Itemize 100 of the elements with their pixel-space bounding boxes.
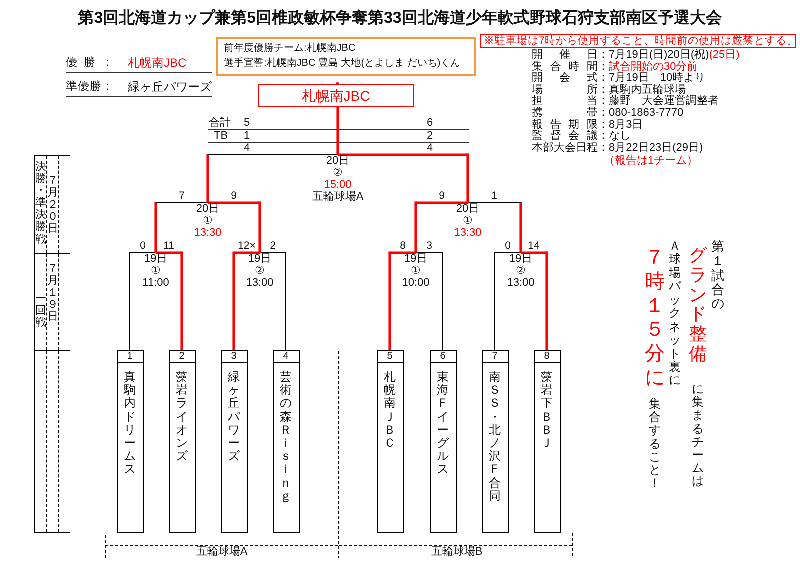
- start-time: 13:30: [454, 227, 482, 239]
- team-entry-box: [482, 350, 508, 533]
- field-separator: ：: [598, 131, 609, 143]
- score-label: 11: [164, 241, 174, 251]
- score-label: 0: [140, 241, 146, 251]
- field-separator: ：: [598, 120, 609, 132]
- schedule-frame-cell: [34, 253, 70, 350]
- field-label: 開会式: [532, 73, 598, 84]
- bracket-line: [232, 252, 260, 350]
- field-label: 開催日: [532, 50, 598, 61]
- champion-box: [258, 84, 414, 107]
- bracket-line: [130, 252, 156, 350]
- bracket-line: [388, 252, 416, 350]
- note-text: 選手宣誓:札幌南JBC 豊島 大地(とよしま だいち)くん: [224, 56, 462, 71]
- round-name: 決勝・準決勝戦: [36, 161, 46, 246]
- team-name: 緑ヶ丘パワーズ: [228, 371, 240, 464]
- team-name: 緑ヶ丘パワーズ: [128, 80, 212, 94]
- entry-number: 4: [274, 351, 298, 363]
- bracket-line: [338, 154, 470, 203]
- award-label: 準優勝：: [66, 80, 114, 94]
- field-separator: ：: [598, 108, 609, 120]
- score-label: 3: [426, 241, 432, 251]
- field-label: 場所: [532, 84, 598, 96]
- field-separator: ：: [598, 50, 609, 62]
- note-text: 前年度優勝チーム:札幌南JBC: [224, 42, 357, 56]
- entry-number: 6: [430, 351, 456, 363]
- field-label: 本部大会日程: [532, 142, 598, 154]
- notice-text: Ａ球場バックネット裏に: [669, 240, 681, 388]
- award-label: 優勝：: [66, 56, 114, 70]
- round-date: ７月１９日: [48, 263, 58, 324]
- game-number: ①: [203, 215, 213, 227]
- score-value: 6: [426, 118, 434, 129]
- game-number: ①: [463, 215, 473, 227]
- start-time: 10:00: [402, 277, 430, 289]
- score-value: 5: [244, 118, 250, 129]
- score-value: 2: [426, 131, 434, 142]
- game-number: ②: [255, 265, 265, 277]
- team-entry-box: [430, 350, 456, 533]
- entry-number: 7: [482, 351, 508, 363]
- schedule-frame-cell: [34, 350, 70, 533]
- field-separator: ：: [598, 142, 609, 154]
- team-name: 芸術の森Ｒｉｓｉｎｇ: [280, 371, 292, 503]
- score-label: 0: [505, 241, 511, 251]
- team-name: 南ＳＳ・北ノ沢Ｆ合同: [489, 371, 501, 503]
- match-date: 19日: [509, 253, 533, 265]
- emphasis-text: グランド整備: [689, 246, 707, 365]
- score-value: 1: [244, 131, 250, 142]
- entry-number: 1: [118, 351, 142, 363]
- game-number: ②: [516, 265, 526, 277]
- start-time: 13:00: [246, 277, 274, 289]
- start-time: 15:00: [324, 179, 352, 191]
- team-name: 藻岩ライオンズ: [176, 371, 188, 464]
- match-date: 20日: [326, 155, 350, 167]
- team-name: 東海Ｆイーグルス: [437, 371, 449, 476]
- field-value: 7月19日 10時より: [609, 73, 706, 84]
- match-date: 19日: [404, 253, 428, 265]
- venue-name: 五輪球場A: [312, 191, 364, 203]
- team-name: 札幌南JBC: [128, 56, 187, 70]
- score-label: 9: [439, 191, 445, 201]
- info-box: [216, 37, 476, 76]
- field-value: (25日): [709, 50, 740, 62]
- notice-text: ※駐車場は7時から使用すること、時間前の使用は厳禁とする。: [484, 35, 798, 47]
- team-entry-box: [116, 350, 144, 533]
- score-label: 12×: [238, 241, 256, 251]
- entry-number: 5: [378, 351, 402, 363]
- bracket-line: [468, 202, 522, 253]
- team-entry-box: [376, 350, 404, 533]
- field-label: 担当: [532, 96, 598, 108]
- start-time: 13:30: [194, 227, 222, 239]
- field-value: 8月3日: [609, 120, 644, 131]
- field-label: 監督会議: [532, 131, 598, 142]
- field-value: 試合開始の30分前: [609, 62, 698, 73]
- team-name: 札幌南ＪＢＣ: [384, 371, 396, 450]
- field-value: 080-1863-7770: [609, 108, 684, 120]
- entry-number: 2: [170, 351, 194, 363]
- game-number: ①: [411, 265, 421, 277]
- notice-text: 集合すること！: [649, 398, 661, 490]
- notice-box: [480, 34, 796, 48]
- bracket-line: [156, 252, 184, 350]
- bracket-line: [521, 252, 548, 350]
- score-label: 1: [492, 191, 498, 201]
- round-date: ７月２０日: [48, 175, 58, 236]
- field-value: 7月19日(日)20日(祝): [609, 50, 710, 61]
- field-label: 携帯: [532, 108, 598, 119]
- team-entry-box: [534, 350, 560, 533]
- field-label: 集合時間: [532, 62, 598, 73]
- entry-number: 3: [222, 351, 246, 363]
- team-name: 藻岩下ＢＢＪ: [541, 371, 553, 450]
- score-label: 4: [427, 143, 433, 153]
- field-separator: ：: [598, 62, 609, 74]
- page-title: 第3回北海道カップ兼第5回椎政敏杯争奪第33回北海道少年軟式野球石狩支部南区予選大会: [78, 9, 722, 29]
- field-separator: ：: [598, 84, 609, 96]
- bracket-line: [416, 252, 444, 350]
- field-separator: ：: [598, 73, 609, 85]
- field-value: 8月22日23日(29日): [609, 142, 704, 154]
- bracket-line: [260, 252, 286, 350]
- row-header: 合計: [209, 118, 231, 129]
- team-entry-box: [168, 350, 196, 533]
- score-label: 2: [270, 241, 276, 251]
- round-name: 一回戦: [36, 293, 46, 330]
